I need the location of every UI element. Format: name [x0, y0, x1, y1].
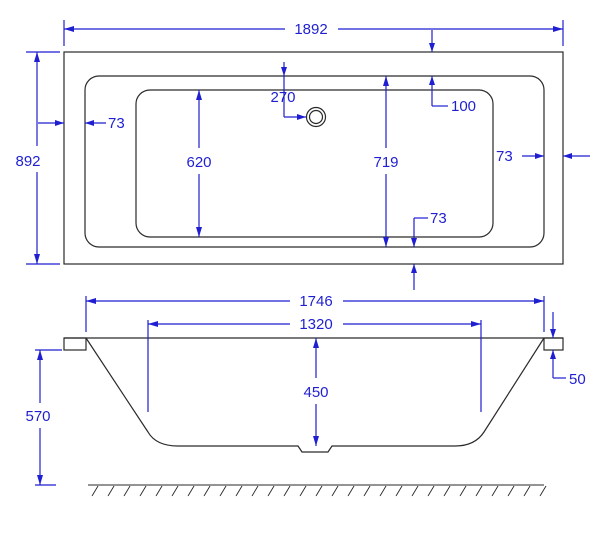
floor-hatch-mark — [411, 485, 419, 497]
floor-hatch-mark — [139, 485, 147, 497]
dim-rim-thickness: 50 — [550, 312, 586, 388]
label-rim-side-right: 73 — [496, 148, 513, 165]
plan-base-outline — [135, 89, 494, 238]
label-overall-height: 570 — [25, 408, 50, 425]
side-bath-profile — [85, 337, 545, 453]
floor-hatch-mark — [235, 485, 243, 497]
label-inner-width: 620 — [186, 154, 211, 171]
floor-hatch-mark — [107, 485, 115, 497]
dim-rim-side-left: 73 — [38, 115, 125, 132]
waste-outlet-icon — [305, 106, 327, 128]
floor-hatch-mark — [299, 485, 307, 497]
dim-inner-depth: 450 — [303, 338, 329, 446]
floor-hatch-mark — [283, 485, 291, 497]
floor-hatch-mark — [331, 485, 339, 497]
floor-hatch-mark — [203, 485, 211, 497]
label-inner-depth: 450 — [303, 384, 328, 401]
floor-hatch-mark — [155, 485, 163, 497]
floor-hatch — [88, 484, 547, 497]
dim-top-length: 1746 — [85, 293, 545, 332]
label-bottom-length: 1320 — [299, 316, 332, 333]
floor-hatch-mark — [539, 485, 547, 497]
floor-hatch-mark — [395, 485, 403, 497]
label-rim-front: 73 — [430, 210, 447, 227]
dim-waste-offset: 270 — [270, 62, 306, 120]
floor-hatch-mark — [91, 485, 99, 497]
dim-overall-height: 570 — [25, 349, 62, 486]
floor-hatch-mark — [475, 485, 483, 497]
floor-hatch-mark — [379, 485, 387, 497]
floor-hatch-mark — [219, 485, 227, 497]
floor-hatch-mark — [459, 485, 467, 497]
label-rim-back: 100 — [451, 98, 476, 115]
side-rim-left — [63, 337, 87, 351]
floor-hatch-mark — [267, 485, 275, 497]
label-rim-thickness: 50 — [569, 371, 586, 388]
plan-inner-bowl-outline — [84, 75, 545, 248]
floor-hatch-mark — [315, 485, 323, 497]
floor-hatch-mark — [491, 485, 499, 497]
side-view — [63, 337, 564, 453]
label-waste-offset: 270 — [270, 89, 295, 106]
dim-rim-back: 100 — [429, 30, 476, 115]
floor-hatch-mark — [427, 485, 435, 497]
dim-overall-length: 1892 — [63, 20, 564, 46]
floor-hatch-mark — [171, 485, 179, 497]
dim-rim-side-right: 73 — [496, 148, 590, 165]
floor-hatch-mark — [123, 485, 131, 497]
floor-hatch-mark — [187, 485, 195, 497]
plan-view — [63, 51, 564, 265]
floor-hatch-mark — [443, 485, 451, 497]
floor-hatch-mark — [347, 485, 355, 497]
label-overall-width: 892 — [15, 153, 40, 170]
dim-overall-width: 892 — [15, 51, 60, 265]
floor-hatch-mark — [363, 485, 371, 497]
dim-rim-front: 73 — [411, 210, 447, 290]
floor-hatch-mark — [507, 485, 515, 497]
plan-outer-rim — [63, 51, 564, 265]
side-rim-right — [543, 337, 564, 351]
label-top-length: 1746 — [299, 293, 332, 310]
dim-bottom-length: 1320 — [147, 316, 482, 412]
floor-hatch-mark — [251, 485, 259, 497]
dim-inner-width: 620 — [186, 90, 212, 237]
dim-outer-inner-width: 719 — [373, 76, 399, 247]
label-overall-length: 1892 — [294, 21, 327, 38]
label-rim-side-left: 73 — [108, 115, 125, 132]
floor-hatch-mark — [523, 485, 531, 497]
label-outer-inner-width: 719 — [373, 154, 398, 171]
